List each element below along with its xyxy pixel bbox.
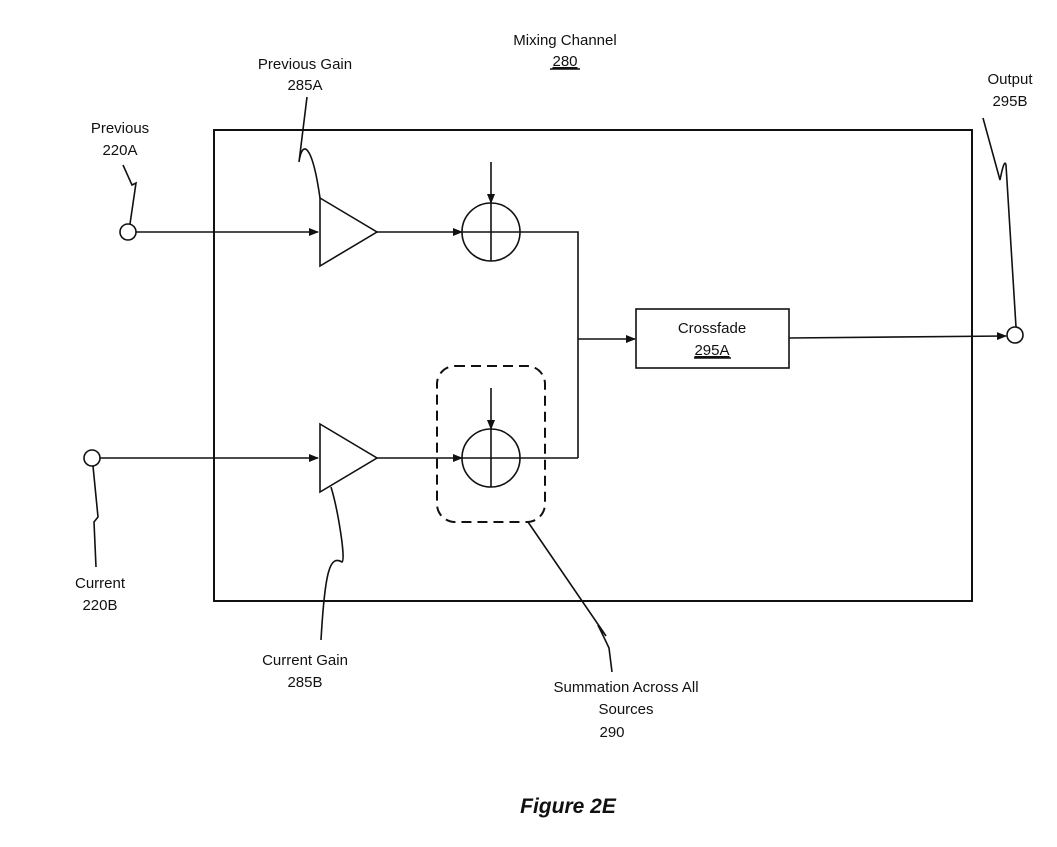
crossfade-label: Crossfade — [678, 320, 746, 337]
summation-label-line1: Summation Across All — [553, 679, 698, 696]
output-node — [1006, 326, 1024, 344]
previous-input-ref: 220A — [102, 142, 137, 159]
previous-input-leader — [122, 164, 138, 225]
current-input-ref: 220B — [82, 597, 117, 614]
previous-gain-ref: 285A — [287, 77, 322, 94]
current-input-label: Current — [75, 575, 126, 592]
top-summer-output-wire — [520, 231, 579, 458]
output-ref: 295B — [992, 93, 1027, 110]
figure-caption: Figure 2E — [520, 795, 617, 818]
current-gain-amplifier-icon — [319, 422, 379, 494]
previous-input-label: Previous — [91, 120, 149, 137]
current-gain-leader — [320, 486, 344, 641]
mixing-channel-ref: 280 — [552, 53, 577, 70]
output-leader — [982, 117, 1017, 328]
summation-label-line2: Sources — [598, 701, 653, 718]
previous-gain-label: Previous Gain — [258, 56, 352, 73]
output-wire — [788, 332, 1007, 341]
current-input-leader — [92, 465, 99, 568]
crossfade-block — [635, 308, 790, 369]
summation-ref: 290 — [599, 724, 624, 741]
current-gain-ref: 285B — [287, 674, 322, 691]
previous-gain-amplifier-icon — [319, 196, 379, 268]
current-input-node — [83, 449, 101, 467]
summation-region — [436, 365, 546, 523]
summation-leader — [527, 521, 613, 673]
crossfade-ref: 295A — [694, 342, 729, 359]
previous-input-node — [119, 223, 137, 241]
current-gain-label: Current Gain — [262, 652, 348, 669]
mixing-channel-title: Mixing Channel — [513, 32, 616, 49]
previous-gain-leader — [298, 96, 321, 199]
mixing-channel-box — [213, 129, 973, 602]
output-label: Output — [987, 71, 1033, 88]
